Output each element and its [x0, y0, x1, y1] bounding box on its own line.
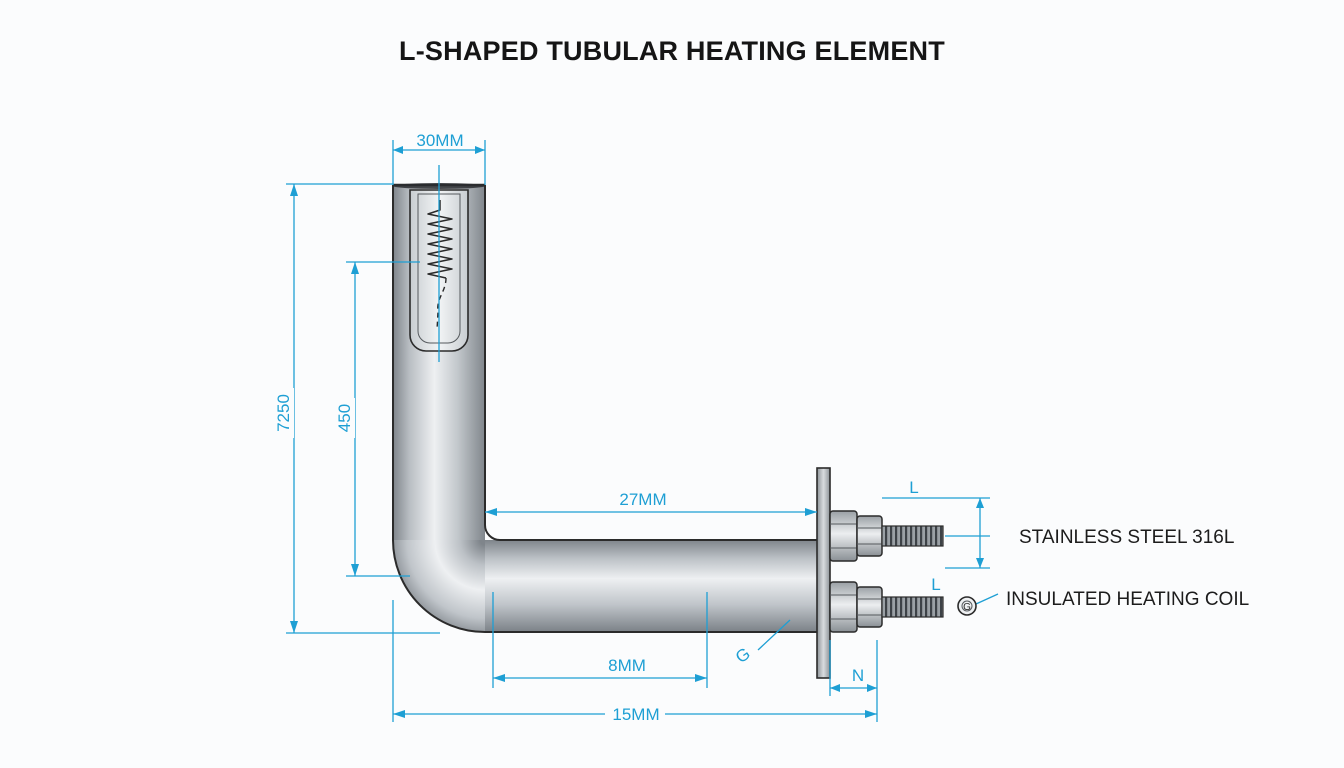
- dim-tube-diameter: 30MM: [416, 131, 463, 150]
- dim-inner-height: 450: [335, 404, 354, 432]
- coil-symbol-label: G: [963, 602, 971, 613]
- coil-symbol-icon: G: [957, 596, 977, 616]
- tube-horizontal-leg: [485, 540, 820, 632]
- dim-overall-length: 15MM: [612, 705, 659, 724]
- dimension-arrowheads: [290, 146, 984, 718]
- dim-horizontal-inner: 27MM: [619, 490, 666, 509]
- heating-coil: [427, 200, 453, 279]
- dim-weld-mark: G: [732, 644, 754, 667]
- dim-overall-height: 7250: [274, 394, 293, 432]
- terminal-lower: [829, 581, 944, 633]
- callout-heating-coil: INSULATED HEATING COIL: [1006, 589, 1249, 610]
- mounting-flange: [816, 467, 831, 679]
- dim-horizontal-segment: 8MM: [608, 656, 646, 675]
- dim-terminal-length: L: [909, 478, 918, 497]
- callout-sheath-material: STAINLESS STEEL 316L: [1019, 527, 1234, 548]
- dimension-lines: [286, 140, 999, 722]
- dim-terminal-pitch: L: [931, 575, 940, 594]
- dim-flange-thickness: N: [852, 666, 864, 685]
- terminal-upper: [829, 510, 944, 562]
- flange-assembly: [816, 467, 944, 679]
- diagram-title: L-SHAPED TUBULAR HEATING ELEMENT: [399, 36, 945, 66]
- tube-bend: [393, 540, 485, 632]
